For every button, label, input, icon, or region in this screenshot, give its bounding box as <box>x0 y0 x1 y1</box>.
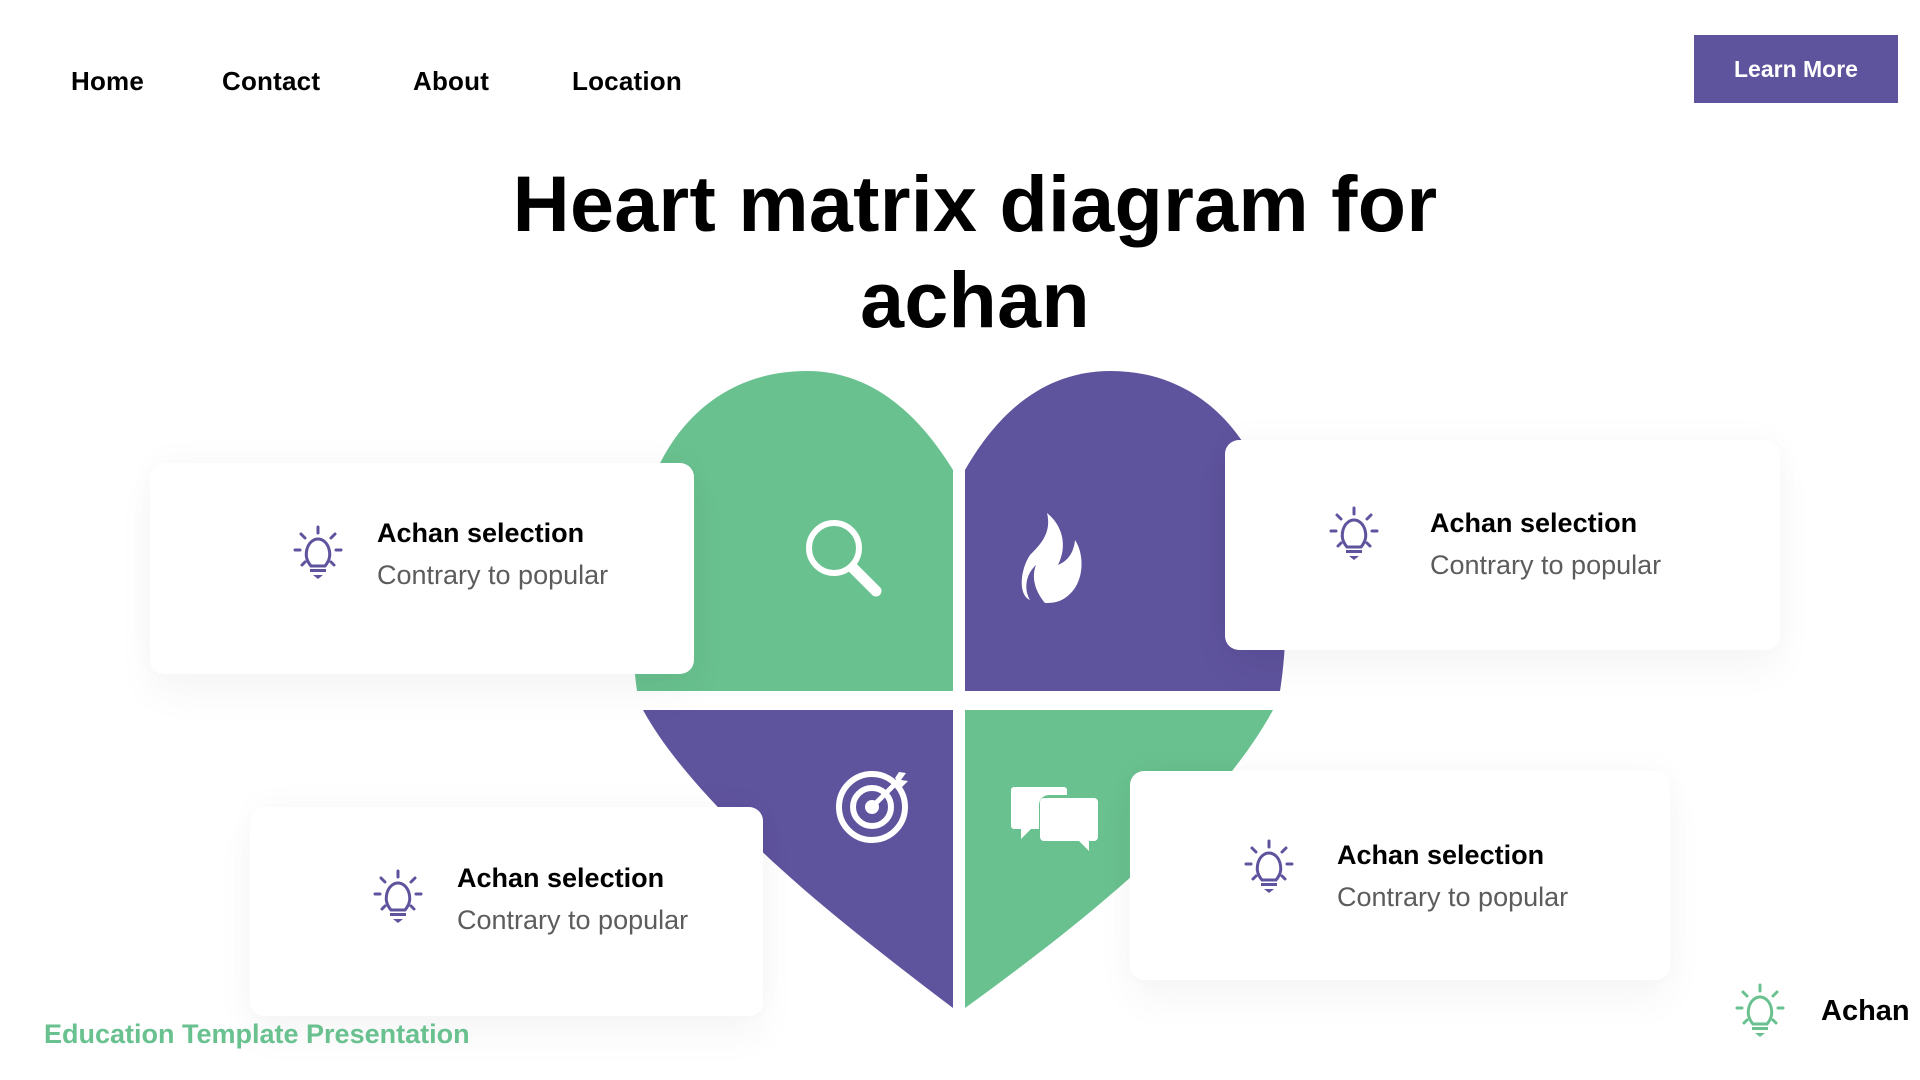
card-subtitle: Contrary to popular <box>457 905 689 935</box>
lightbulb-icon <box>1329 506 1379 560</box>
nav-home[interactable]: Home <box>71 66 145 96</box>
page-title: Heart matrix diagram for achan <box>0 156 1920 348</box>
info-card-1: Achan selection Contrary to popular <box>150 463 694 674</box>
card-subtitle: Contrary to popular <box>1430 550 1662 580</box>
target-icon <box>836 771 908 843</box>
lightbulb-icon <box>373 869 423 923</box>
card-subtitle: Contrary to popular <box>1337 882 1569 912</box>
info-card-2: Achan selection Contrary to popular <box>1225 440 1780 650</box>
card-title: Achan selection <box>377 518 585 548</box>
nav-location[interactable]: Location <box>572 66 682 96</box>
footer-caption: Education Template Presentation <box>44 1019 470 1049</box>
learn-more-button[interactable]: Learn More <box>1694 35 1898 103</box>
magnifier-icon <box>806 520 882 597</box>
lightbulb-icon <box>293 525 343 579</box>
nav-about[interactable]: About <box>413 66 490 96</box>
heart-quadrant-top-right <box>965 371 1286 691</box>
card-title: Achan selection <box>457 863 665 893</box>
title-line-2: achan <box>860 255 1090 344</box>
nav-contact[interactable]: Contact <box>222 66 321 96</box>
card-title: Achan selection <box>1337 840 1545 870</box>
brand-name: Achan <box>1821 995 1910 1027</box>
card-subtitle: Contrary to popular <box>377 560 609 590</box>
heart-quadrant-top-left <box>631 371 953 691</box>
fire-icon <box>1021 513 1082 603</box>
lightbulb-icon <box>1244 839 1294 893</box>
heart-quadrant-bottom-left <box>643 710 953 1008</box>
info-card-4: Achan selection Contrary to popular <box>1130 771 1670 980</box>
info-card-3: Achan selection Contrary to popular <box>250 807 763 1016</box>
chat-bubbles-icon <box>1011 787 1098 851</box>
brand-logo: Achan <box>1733 983 1920 1043</box>
lightbulb-icon <box>1735 983 1785 1037</box>
title-line-1: Heart matrix diagram for <box>512 159 1438 248</box>
card-title: Achan selection <box>1430 508 1638 538</box>
